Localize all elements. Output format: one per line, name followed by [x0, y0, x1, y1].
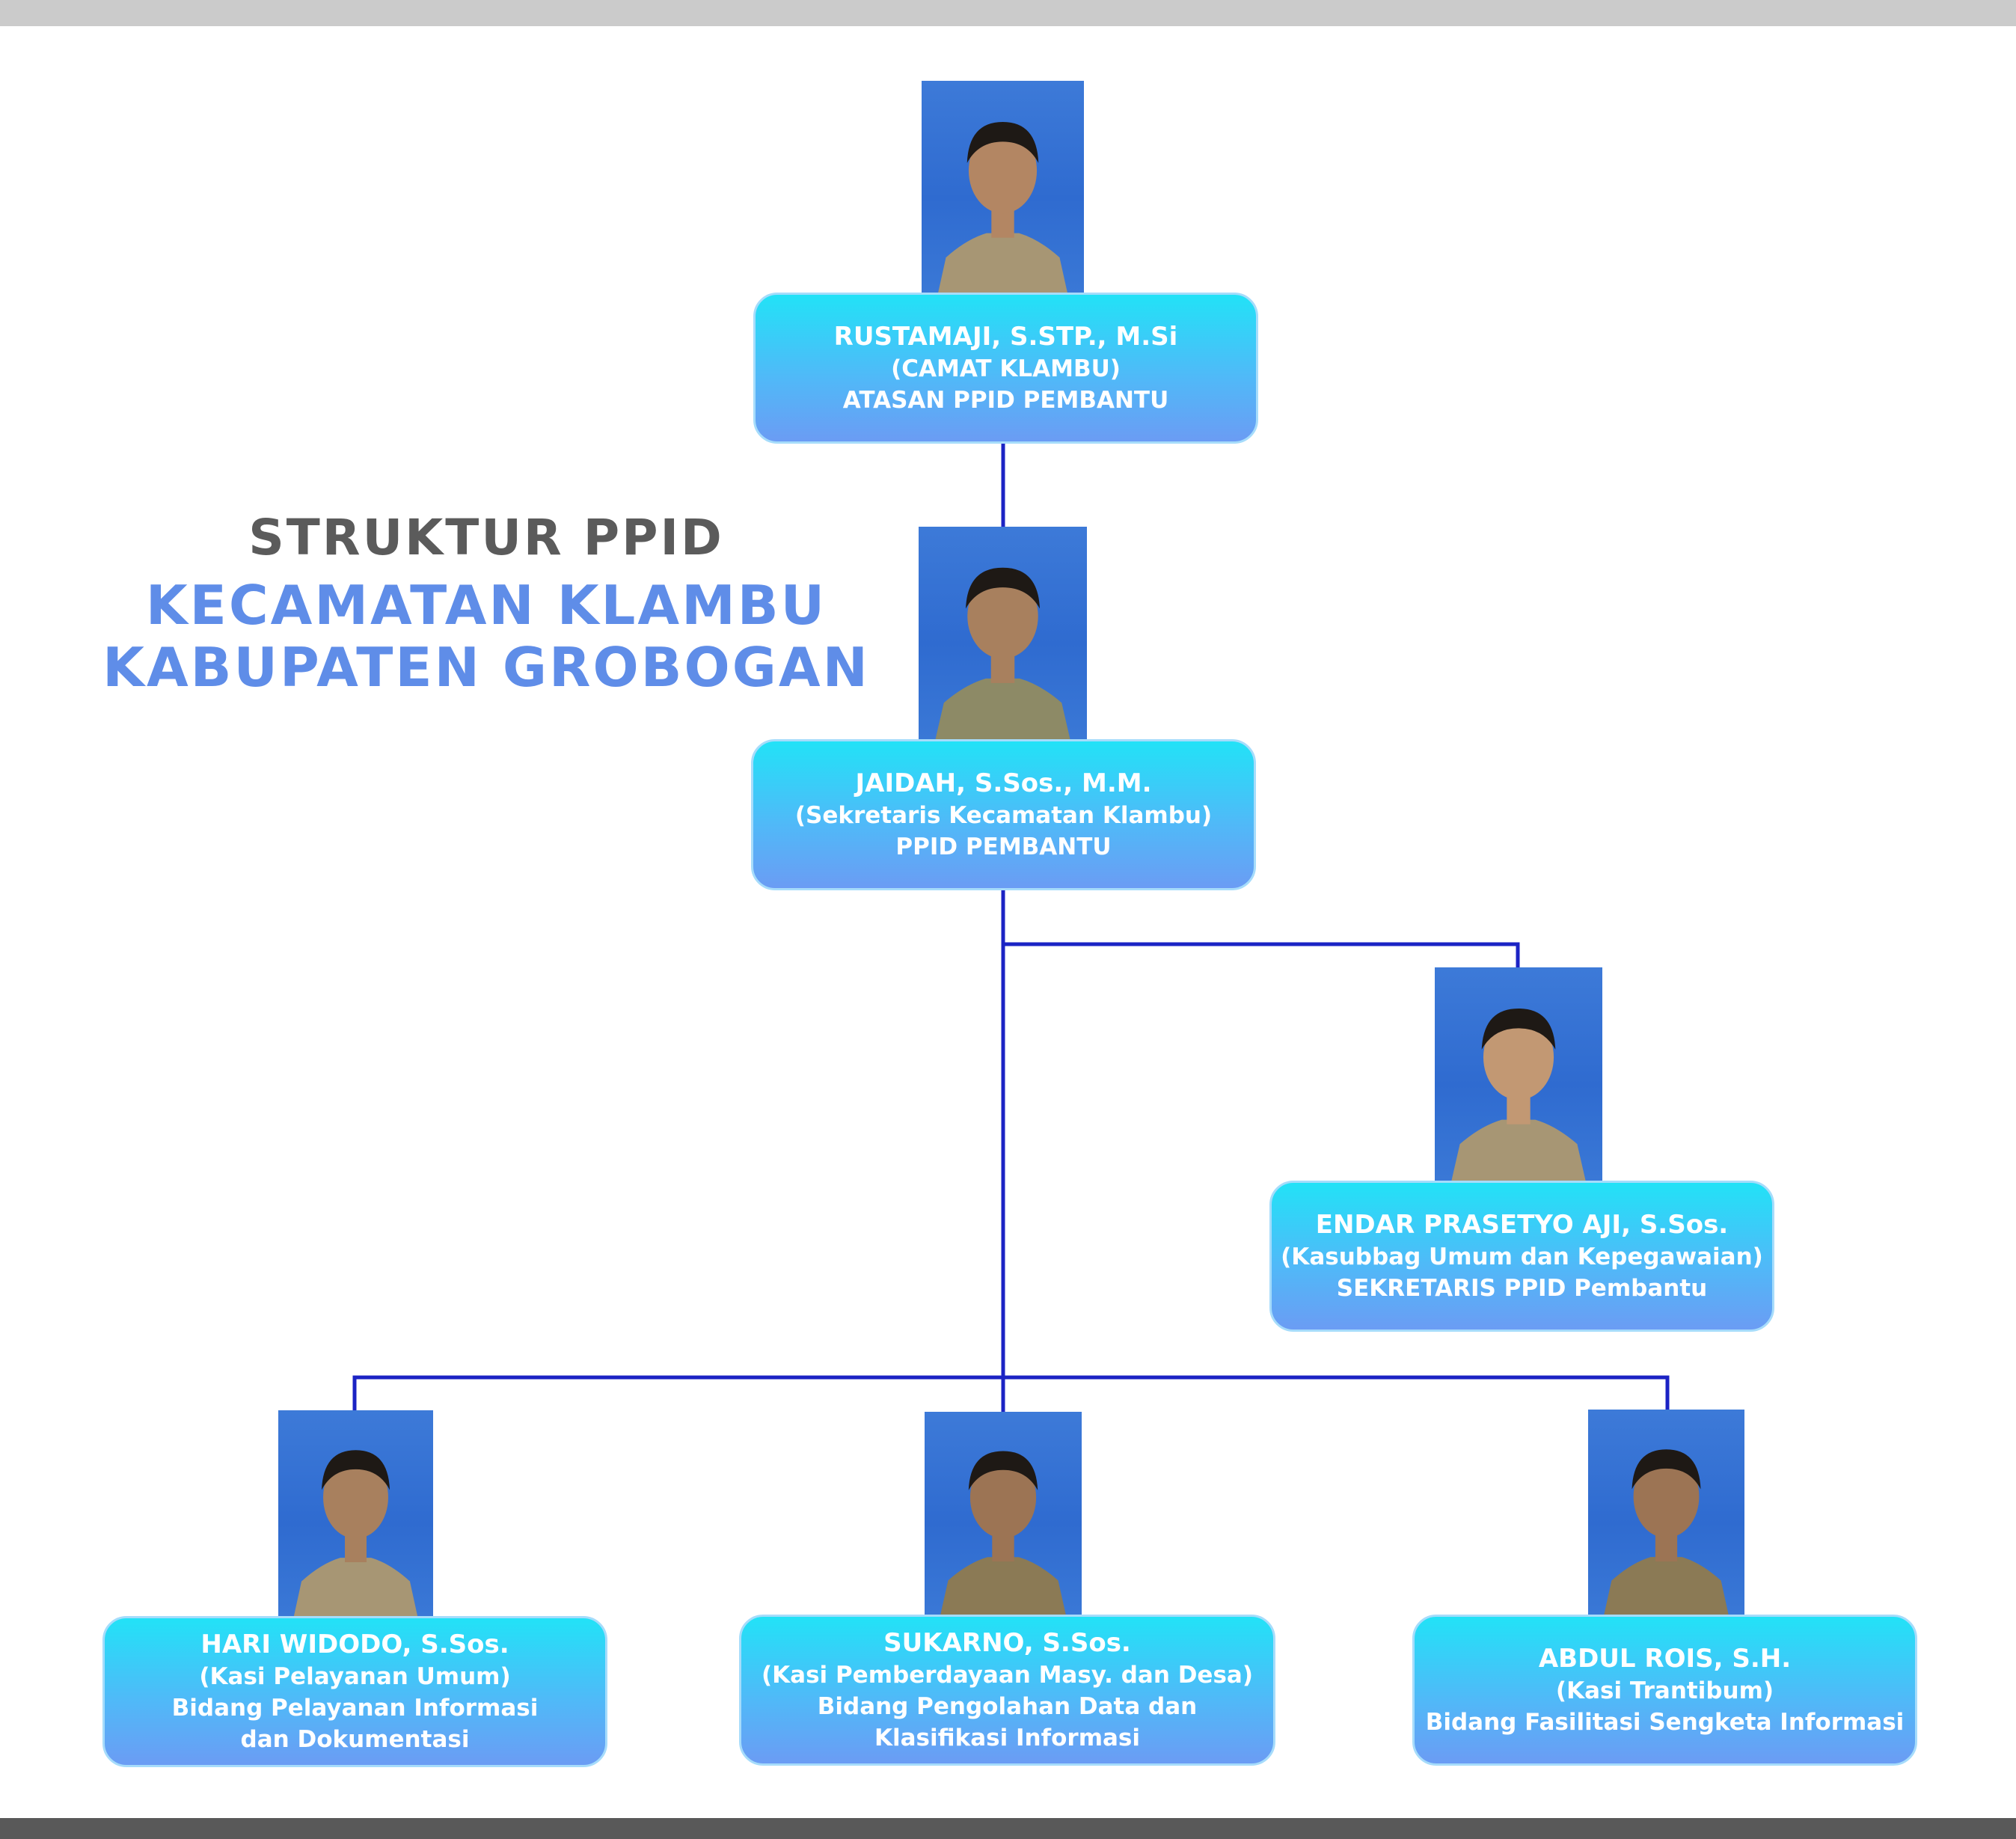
node-role: (Sekretaris Kecamatan Klambu)	[794, 802, 1213, 829]
node-role: (Kasi Trantibum)	[1555, 1677, 1774, 1704]
bottom-border-bar	[0, 1818, 2016, 1839]
chart-title-line-1: STRUKTUR PPID	[248, 509, 724, 566]
org-node-abdul-rois: ABDUL ROIS, S.H. (Kasi Trantibum) Bidang…	[1412, 1615, 1917, 1766]
node-name: JAIDAH, S.Sos., M.M.	[855, 768, 1152, 798]
node-position: SEKRETARIS PPID Pembantu	[1336, 1275, 1708, 1302]
org-node-sukarno: SUKARNO, S.Sos. (Kasi Pemberdayaan Masy.…	[739, 1615, 1275, 1766]
node-name: SUKARNO, S.Sos.	[883, 1628, 1131, 1658]
node-name: HARI WIDODO, S.Sos.	[200, 1630, 509, 1659]
portrait-photo-hari	[278, 1410, 433, 1617]
chart-title-line-2: KECAMATAN KLAMBU	[145, 574, 827, 637]
org-node-rustamaji: RUSTAMAJI, S.STP., M.Si (CAMAT KLAMBU) A…	[753, 293, 1258, 444]
node-position: PPID PEMBANTU	[895, 833, 1112, 860]
node-role: (Kasubbag Umum dan Kepegawaian)	[1281, 1243, 1763, 1270]
node-name: RUSTAMAJI, S.STP., M.Si	[833, 322, 1178, 352]
node-position-line-1: Bidang Pengolahan Data dan	[817, 1693, 1198, 1720]
org-node-endar: ENDAR PRASETYO AJI, S.Sos. (Kasubbag Umu…	[1269, 1181, 1774, 1332]
org-node-hari: HARI WIDODO, S.Sos. (Kasi Pelayanan Umum…	[102, 1616, 607, 1767]
node-position-line-2: dan Dokumentasi	[240, 1726, 470, 1753]
portrait-photo-abdul-rois	[1588, 1410, 1744, 1616]
portrait-photo-sukarno	[925, 1412, 1082, 1615]
node-position-line-2: Klasifikasi Informasi	[874, 1725, 1140, 1751]
node-position: Bidang Fasilitasi Sengketa Informasi	[1425, 1709, 1905, 1736]
top-border-bar	[0, 0, 2016, 26]
node-position: ATASAN PPID PEMBANTU	[842, 387, 1169, 414]
portrait-photo-endar	[1435, 967, 1602, 1181]
node-role: (Kasi Pemberdayaan Masy. dan Desa)	[761, 1662, 1253, 1689]
portrait-photo-jaidah	[919, 527, 1087, 739]
node-name: ABDUL ROIS, S.H.	[1538, 1644, 1792, 1674]
portrait-photo-rustamaji	[922, 81, 1084, 294]
node-name: ENDAR PRASETYO AJI, S.Sos.	[1315, 1210, 1729, 1240]
node-role: (CAMAT KLAMBU)	[891, 355, 1121, 382]
node-role: (Kasi Pelayanan Umum)	[199, 1663, 511, 1690]
node-position-line-1: Bidang Pelayanan Informasi	[171, 1695, 539, 1722]
org-node-jaidah: JAIDAH, S.Sos., M.M. (Sekretaris Kecamat…	[751, 739, 1256, 890]
chart-title-line-3: KABUPATEN GROBOGAN	[102, 636, 870, 699]
